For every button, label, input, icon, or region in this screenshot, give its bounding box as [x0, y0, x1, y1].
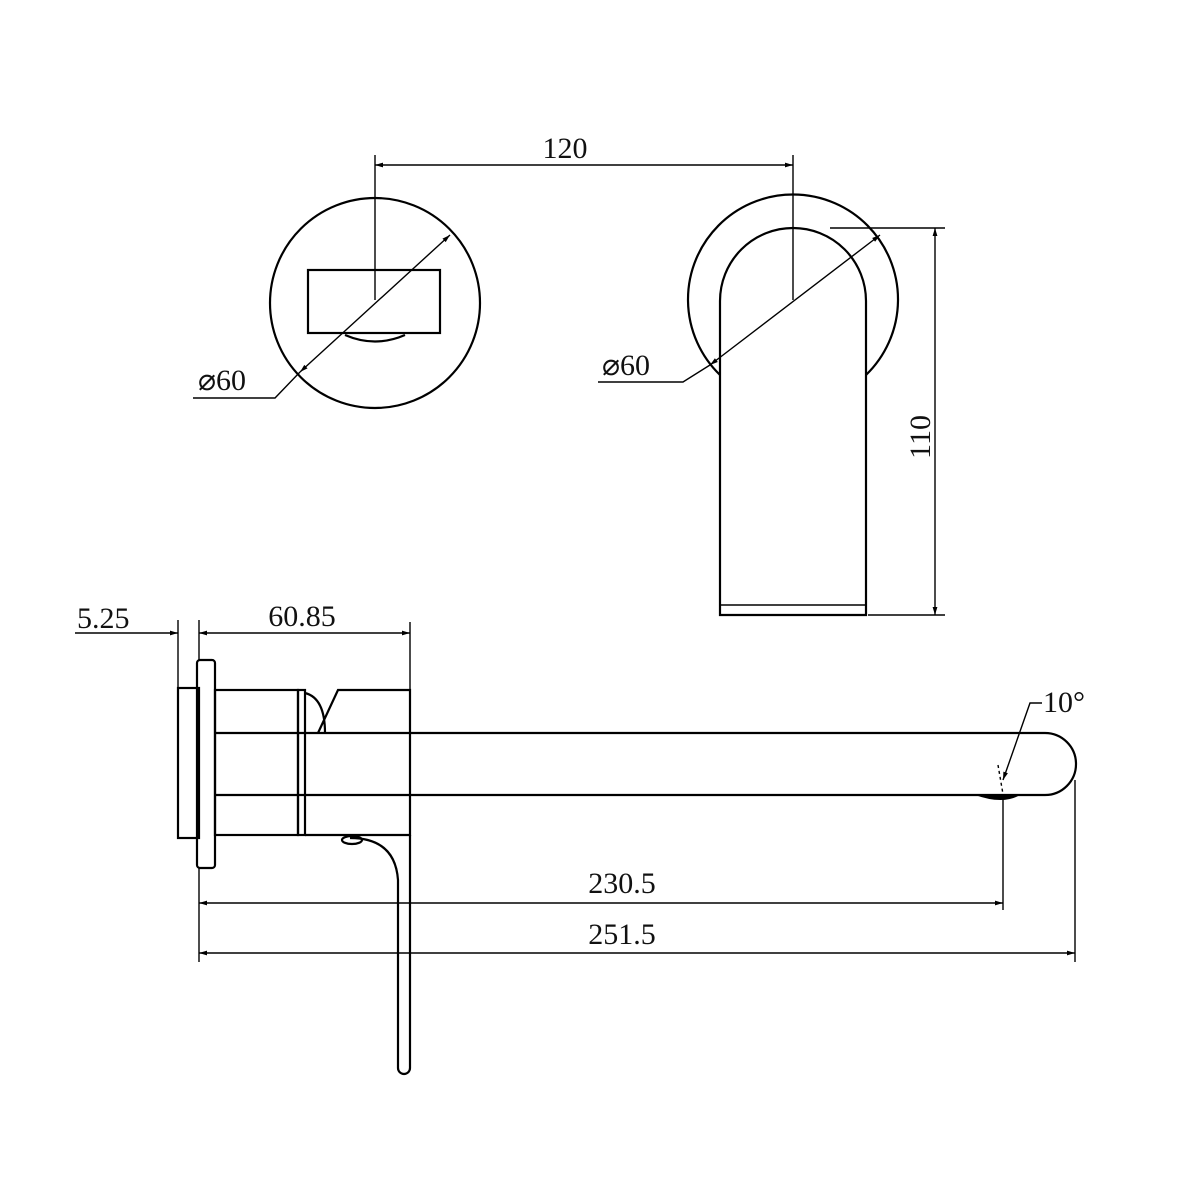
plate-thickness-label: 5.25 [77, 602, 130, 635]
side-view [176, 658, 1078, 1076]
spout-angle-label: 10° [1043, 686, 1085, 719]
center-spacing-dimension: 120 [375, 132, 793, 168]
spout-height-label: 110 [904, 415, 937, 459]
outlet-reach-label: 230.5 [588, 867, 656, 900]
handle-front-view: ⌀60 [193, 155, 482, 410]
side-dimensions: 5.25 60.85 230.5 251.5 10° [75, 600, 1085, 962]
center-spacing-label: 120 [543, 132, 588, 165]
spout-front-view: ⌀60 110 [598, 155, 945, 617]
overall-reach-label: 251.5 [588, 918, 656, 951]
handle-diameter-label: ⌀60 [198, 364, 246, 397]
spout-diameter-label: ⌀60 [602, 349, 650, 382]
body-depth-label: 60.85 [268, 600, 336, 633]
